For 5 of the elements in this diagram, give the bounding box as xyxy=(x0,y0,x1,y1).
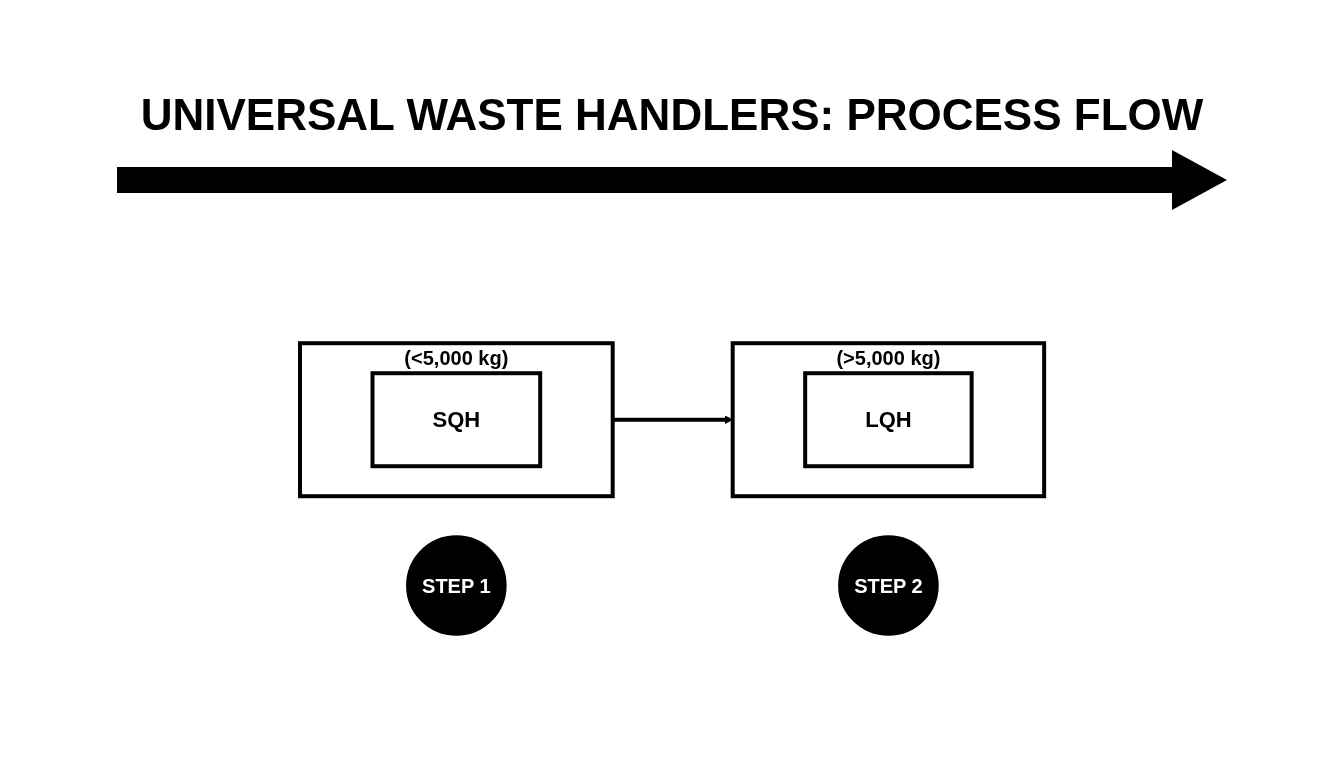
node-box: LQH xyxy=(803,371,974,469)
node-circle: STEP 2 xyxy=(838,535,939,636)
node-circle: STEP 1 xyxy=(406,535,507,636)
node-box: SQH xyxy=(370,371,543,469)
diagram-title: UNIVERSAL WASTE HANDLERS: PROCESS FLOW xyxy=(140,90,1204,140)
